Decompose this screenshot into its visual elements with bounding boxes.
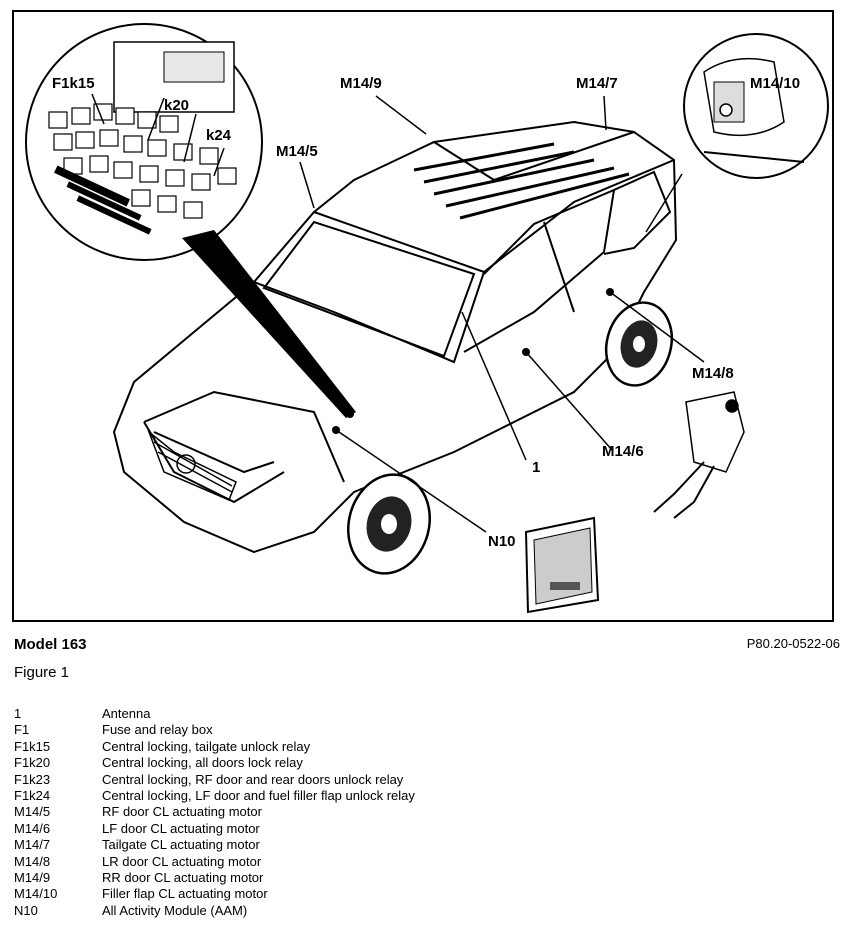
legend-description: Central locking, RF door and rear doors … bbox=[102, 771, 404, 787]
legend-row: M14/6 LF door CL actuating motor bbox=[14, 821, 774, 837]
legend-row: M14/8 LR door CL actuating motor bbox=[14, 854, 774, 870]
model-caption: Model 163 bbox=[14, 636, 87, 653]
legend-row: F1k15 Central locking, tailgate unlock re… bbox=[14, 739, 774, 755]
legend-row: N10 All Activity Module (AAM) bbox=[14, 903, 774, 919]
legend-description: All Activity Module (AAM) bbox=[102, 902, 248, 918]
legend-row: M14/9 RR door CL actuating motor bbox=[14, 870, 774, 886]
legend-description: Central locking, all doors lock relay bbox=[102, 755, 303, 771]
figure-code: P80.20-0522-06 bbox=[746, 636, 840, 651]
legend-description: Tailgate CL actuating motor bbox=[102, 837, 260, 853]
callout-m14-8: M14/8 bbox=[692, 365, 734, 382]
legend-description: Central locking, tailgate unlock relay bbox=[102, 738, 311, 754]
legend-key: M14/9 bbox=[14, 870, 51, 886]
legend-key: F1k15 bbox=[14, 738, 51, 754]
callout-m14-7: M14/7 bbox=[576, 75, 618, 92]
legend-description: RR door CL actuating motor bbox=[102, 870, 264, 886]
legend-key: M14/7 bbox=[14, 837, 51, 853]
legend-row: F1k23 Central locking, RF door and rear d… bbox=[14, 772, 774, 788]
legend-key: M14/5 bbox=[14, 804, 51, 820]
aam-module bbox=[524, 516, 600, 614]
legend-description: LF door CL actuating motor bbox=[102, 820, 260, 836]
callout-1: 1 bbox=[532, 459, 540, 476]
callout-f1k15: F1k15 bbox=[52, 75, 95, 92]
legend-row: M14/10 Filler flap CL actuating motor bbox=[14, 886, 774, 902]
legend-key: F1k23 bbox=[14, 771, 51, 787]
callout-k24: k24 bbox=[206, 127, 232, 144]
legend-description: Fuse and relay box bbox=[102, 722, 213, 738]
callout-n10: N10 bbox=[488, 533, 516, 550]
legend-row: F1 Fuse and relay box bbox=[14, 722, 774, 738]
legend-row: F1k20 Central locking, all doors lock rel… bbox=[14, 755, 774, 771]
grille bbox=[147, 429, 237, 501]
callout-m14-10: M14/10 bbox=[750, 75, 800, 92]
legend-description: Antenna bbox=[102, 706, 151, 721]
callout-m14-5: M14/5 bbox=[276, 143, 318, 160]
figure-caption: Figure 1 bbox=[14, 664, 70, 681]
callout-m14-9: M14/9 bbox=[340, 75, 382, 92]
leader-dots bbox=[332, 288, 614, 434]
callout-k20: k20 bbox=[164, 97, 189, 114]
legend-description: RF door CL actuating motor bbox=[102, 804, 262, 820]
relay-box-leader bbox=[182, 230, 356, 418]
front-wheel bbox=[347, 473, 431, 575]
callout-m14-6: M14/6 bbox=[602, 443, 644, 460]
legend-row: M14/5 RF door CL actuating motor bbox=[14, 804, 774, 820]
legend-row: 1 Antenna bbox=[14, 706, 774, 722]
legend-row: M14/7 Tailgate CL actuating motor bbox=[14, 837, 774, 853]
legend-key: 1 bbox=[14, 706, 22, 721]
legend-key: F1 bbox=[14, 722, 30, 738]
roof-details bbox=[413, 142, 630, 220]
legend-key: F1k20 bbox=[14, 755, 51, 771]
relay-box-inset bbox=[25, 23, 263, 261]
legend-key: M14/10 bbox=[14, 886, 58, 902]
diagram-frame: F1k15 k20 k24 M14/9 M14/7 M14/10 M14/5 M… bbox=[12, 10, 834, 622]
legend-row: F1k24 Central locking, LF door and fuel f… bbox=[14, 788, 774, 804]
vehicle-diagram: F1k15 k20 k24 M14/9 M14/7 M14/10 M14/5 M… bbox=[25, 23, 829, 614]
legend-description: Filler flap CL actuating motor bbox=[102, 886, 268, 902]
legend-key: M14/8 bbox=[14, 853, 51, 869]
vehicle-outline bbox=[112, 120, 678, 554]
filler-flap-inset bbox=[683, 33, 829, 179]
legend-description: LR door CL actuating motor bbox=[102, 853, 262, 869]
legend-key: M14/6 bbox=[14, 820, 51, 836]
legend-key: F1k24 bbox=[14, 788, 51, 804]
door-lock-motor bbox=[653, 391, 745, 519]
rear-wheel bbox=[604, 301, 674, 387]
leader-lines bbox=[299, 95, 705, 533]
legend-description: Central locking, LF door and fuel filler… bbox=[102, 788, 415, 804]
legend-key: N10 bbox=[14, 902, 38, 918]
